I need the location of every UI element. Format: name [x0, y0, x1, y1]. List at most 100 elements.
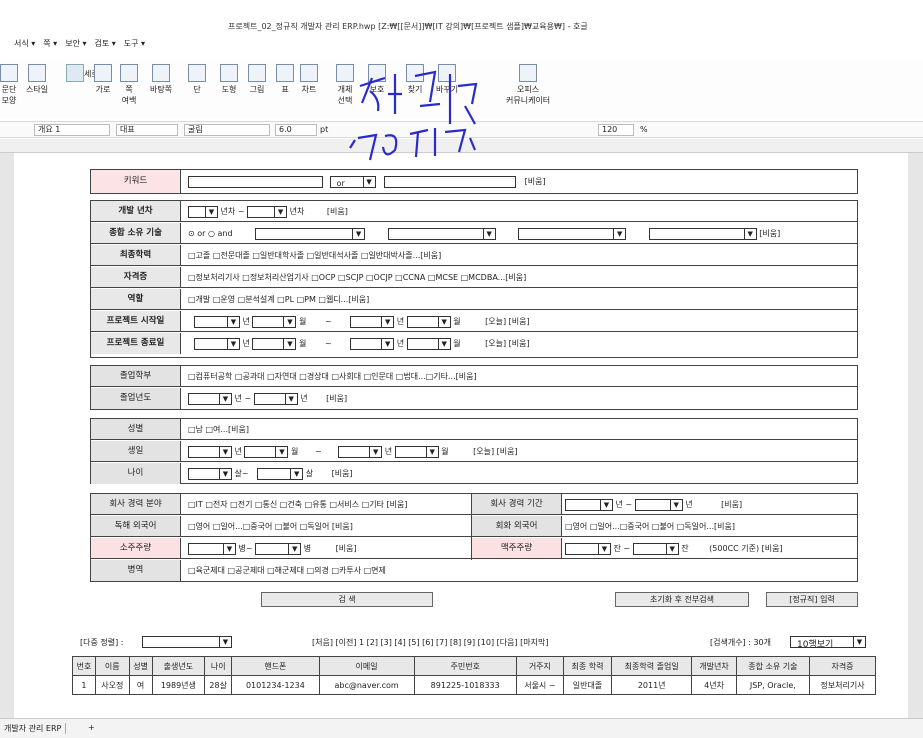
grad-year-clear[interactable]: [비움] [326, 394, 348, 403]
company-row: 회사 경력 분야 □IT □전자 □전기 □통신 □건축 □유통 □서비스 □기… [91, 494, 857, 515]
birth-to-year[interactable]: ▼ [338, 445, 383, 458]
menu-tools[interactable]: 도구 ▾ [123, 39, 146, 48]
dev-years-clear[interactable]: [비움] [326, 207, 348, 216]
skill-select-4[interactable]: ▼ [648, 227, 757, 240]
font-select[interactable]: 굴림 [184, 124, 270, 136]
menu-security[interactable]: 보안 ▾ [65, 39, 87, 48]
ribbon-shape[interactable]: 도형 [220, 64, 238, 95]
skills-andor-radio[interactable]: ⊙ or ○ and [188, 229, 233, 238]
keyword-input-1[interactable] [188, 175, 323, 188]
age-clear[interactable]: [비움] [331, 469, 353, 478]
certs-row: 자격증 □정보처리기사 □정보처리산업기사 □OCP □SCJP □OCJP □… [91, 267, 857, 288]
role-checkboxes[interactable]: □개발 □운영 □분석설계 □PL □PM □웹디...[비움] [188, 295, 370, 304]
company-field-checkboxes[interactable]: □IT □전자 □전기 □통신 □건축 □유통 □서비스 □기타 [비움] [188, 500, 408, 509]
ribbon-landscape[interactable]: 가로 [94, 64, 112, 95]
ribbon-portrait[interactable]: 세로 [66, 64, 99, 84]
proj-start-to-month[interactable]: ▼ [406, 315, 451, 328]
font-lang-select[interactable]: 대표 [116, 124, 178, 136]
soju-to[interactable]: ▼ [255, 542, 302, 555]
soju-clear[interactable]: [비움] [335, 544, 357, 553]
ribbon-column[interactable]: 단 [188, 64, 206, 95]
ribbon-select-object[interactable]: 개체 선택 [336, 64, 354, 106]
foreign-read-checkboxes[interactable]: □영어 □일어...□중국어 □불어 □독일어 [비움] [188, 522, 353, 531]
dev-years-to-select[interactable]: ▼ [247, 205, 288, 218]
company-period-to[interactable]: ▼ [634, 498, 683, 511]
military-row: 병역 □육군제대 □공군제대 □해군제대 □의경 □카투사 □면제 [91, 560, 857, 581]
keyword-clear-link[interactable]: [비움] [524, 177, 546, 186]
birth-from-month[interactable]: ▼ [244, 445, 289, 458]
skills-row: 종합 소유 기술 ⊙ or ○ and ▼ ▼ ▼ ▼ [비움] [91, 223, 857, 244]
ribbon-style[interactable]: 스타일 [26, 64, 48, 95]
table-cell: 여 [128, 675, 153, 695]
company-period-clear[interactable]: [비움] [721, 500, 743, 509]
drink-row: 소주주량 ▼ 병~ ▼ 병 [비움] 맥주주량 ▼ 잔 ~ ▼ 잔 (500CC… [91, 538, 857, 559]
skill-select-2[interactable]: ▼ [387, 227, 496, 240]
birth-from-year[interactable]: ▼ [188, 445, 232, 458]
proj-end-from-month[interactable]: ▼ [252, 337, 297, 350]
beer-from[interactable]: ▼ [565, 542, 611, 555]
proj-end-to-year[interactable]: ▼ [350, 337, 395, 350]
proj-end-today-clear[interactable]: [오늘] [비움] [485, 339, 530, 348]
major-row: 졸업학부 □컴퓨터공학 □공과대 □자연대 □경상대 □사회대 □인문대 □법대… [91, 366, 857, 387]
table-cell: 서울시 ~ [515, 675, 564, 695]
education-checkboxes[interactable]: □고졸 □전문대졸 □일반대학사졸 □일반대석사졸 □일반대박사졸...[비움] [188, 251, 442, 260]
menu-page[interactable]: 쪽 ▾ [43, 39, 58, 48]
style-select[interactable]: 개요 1 [34, 124, 110, 136]
pagination[interactable]: [처음] [이전] 1 [2] [3] [4] [5] [6] [7] [8] … [312, 638, 549, 647]
zoom-input[interactable]: 120 [598, 124, 634, 136]
menu-format[interactable]: 서식 ▾ [14, 39, 36, 48]
ribbon-margin[interactable]: 쪽 여백 [120, 64, 138, 106]
foreign-talk-checkboxes[interactable]: □영어 □일어...□중국어 □불어 □독일어...[비움] [565, 522, 735, 531]
gender-checkboxes[interactable]: □남 □여...[비움] [188, 425, 249, 434]
input-regular-button[interactable]: [정규직] 입력 [766, 592, 858, 607]
ribbon-chart[interactable]: 차트 [300, 64, 318, 95]
table-cell: 4년차 [691, 675, 737, 695]
beer-clear[interactable]: (500CC 기준) [비움] [709, 544, 783, 553]
menu-review[interactable]: 검토 ▾ [94, 39, 116, 48]
proj-start-from-year[interactable]: ▼ [194, 315, 240, 328]
proj-start-from-month[interactable]: ▼ [252, 315, 297, 328]
skill-select-1[interactable]: ▼ [255, 227, 366, 240]
ribbon-find[interactable]: 찾기 [406, 64, 424, 95]
dev-years-from-select[interactable]: ▼ [188, 205, 218, 218]
company-period-from[interactable]: ▼ [565, 498, 613, 511]
ribbon-masterpage[interactable]: 바탕쪽 [150, 64, 172, 95]
proj-end-to-month[interactable]: ▼ [406, 337, 451, 350]
beer-to[interactable]: ▼ [632, 542, 679, 555]
soju-from[interactable]: ▼ [188, 542, 236, 555]
skills-clear[interactable]: [비움] [759, 229, 781, 238]
proj-start-to-year[interactable]: ▼ [350, 315, 395, 328]
age-to[interactable]: ▼ [257, 467, 304, 480]
ribbon-office-communicator[interactable]: 오피스 커뮤니케이터 [506, 64, 550, 106]
keyword-operator-select[interactable]: or▼ [329, 175, 376, 188]
proj-end-from-year[interactable]: ▼ [194, 337, 240, 350]
keyword-block: 키워드 or▼ [비움] [90, 169, 858, 194]
font-size-input[interactable]: 6.0 [275, 124, 317, 136]
ribbon-paragraph[interactable]: 문단 모양 [0, 64, 18, 106]
birth-to-month[interactable]: ▼ [394, 445, 439, 458]
age-from[interactable]: ▼ [188, 467, 232, 480]
military-checkboxes[interactable]: □육군제대 □공군제대 □해군제대 □의경 □카투사 □면제 [188, 566, 386, 575]
grad-year-to[interactable]: ▼ [253, 392, 298, 405]
language-row: 독해 외국어 □영어 □일어...□중국어 □불어 □독일어 [비움] 회화 외… [91, 516, 857, 537]
reset-search-button[interactable]: 초기화 후 전부검색 [615, 592, 749, 607]
zoom-unit: % [640, 125, 648, 134]
proj-start-today-clear[interactable]: [오늘] [비움] [485, 317, 530, 326]
document-tab[interactable]: 개발자 관리 ERP [0, 723, 67, 734]
sort-select[interactable]: ▼ [142, 636, 232, 648]
major-checkboxes[interactable]: □컴퓨터공학 □공과대 □자연대 □경상대 □사회대 □인문대 □법대...□기… [188, 372, 477, 381]
page-size-select[interactable]: 10행보기▼ [790, 636, 866, 650]
ribbon-replace[interactable]: 바꾸기 [436, 64, 458, 95]
grad-year-from[interactable]: ▼ [188, 392, 232, 405]
ribbon-table[interactable]: 표 [276, 64, 294, 95]
certs-checkboxes[interactable]: □정보처리기사 □정보처리산업기사 □OCP □SCJP □OCJP □CCNA… [188, 273, 527, 282]
search-button[interactable]: 검 색 [261, 592, 433, 607]
skill-select-3[interactable]: ▼ [518, 227, 627, 240]
keyword-input-2[interactable] [384, 175, 517, 188]
ribbon-picture[interactable]: 그림 [248, 64, 266, 95]
birth-today-clear[interactable]: [오늘] [비움] [473, 447, 518, 456]
add-tab-button[interactable]: + [88, 723, 95, 732]
